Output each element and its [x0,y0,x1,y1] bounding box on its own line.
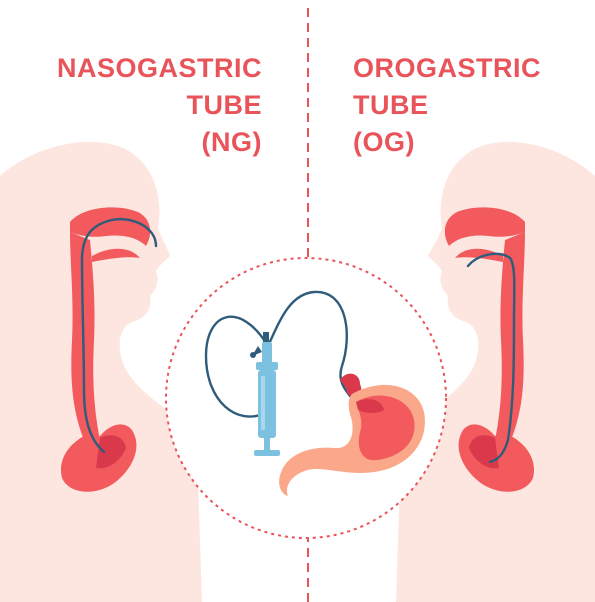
ng-title-line-1: NASOGASTRIC [57,50,262,87]
og-title-line-3: (OG) [353,124,541,161]
ng-title-line-2: TUBE [57,87,262,124]
og-title: OROGASTRIC TUBE (OG) [353,50,541,161]
ng-title: NASOGASTRIC TUBE (NG) [57,50,262,161]
og-title-line-1: OROGASTRIC [353,50,541,87]
og-title-line-2: TUBE [353,87,541,124]
ng-title-line-3: (NG) [57,124,262,161]
